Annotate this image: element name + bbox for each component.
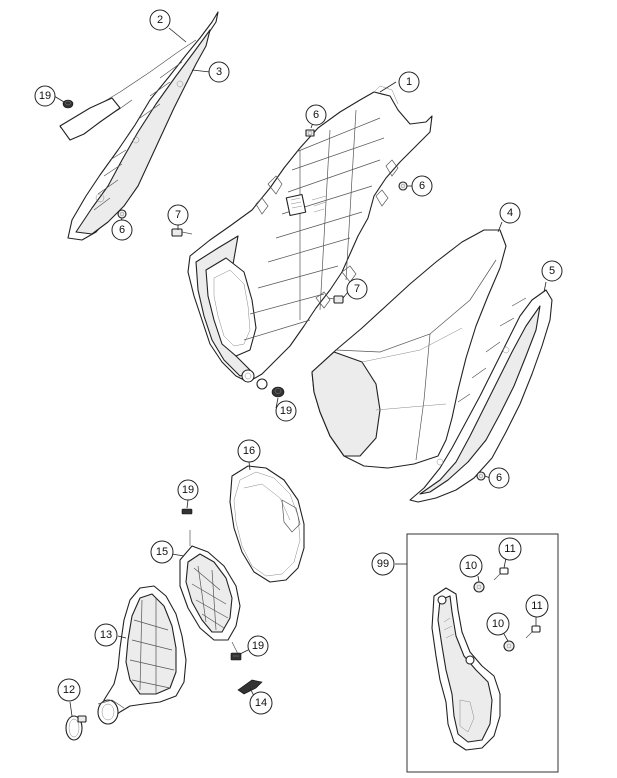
nut-part-6-left <box>117 209 127 219</box>
svg-text:6: 6 <box>119 224 125 236</box>
bolt-part-7-right <box>327 295 344 304</box>
callout-11-b: 11 <box>525 594 549 618</box>
svg-text:16: 16 <box>243 445 255 457</box>
grommet-part-19-upper <box>62 99 74 109</box>
callout-7-a: 7 <box>167 204 189 226</box>
callout-5: 5 <box>541 260 563 282</box>
callout-19-d: 19 <box>247 635 269 657</box>
svg-text:19: 19 <box>252 640 264 652</box>
svg-text:7: 7 <box>354 283 360 295</box>
filter-cover-part-16 <box>229 465 305 583</box>
svg-text:11: 11 <box>504 543 515 555</box>
clip-part-19-lower <box>230 652 242 661</box>
svg-text:11: 11 <box>531 600 542 612</box>
callout-6-a: 6 <box>111 219 133 241</box>
callout-1: 1 <box>398 71 420 93</box>
svg-text:5: 5 <box>549 265 555 277</box>
svg-text:6: 6 <box>496 472 502 484</box>
bracket-part-14 <box>237 679 263 695</box>
svg-text:2: 2 <box>157 14 163 26</box>
washer-part-10-lower <box>503 640 515 652</box>
bolt-part-7-left <box>171 228 193 237</box>
callout-14: 14 <box>249 691 273 715</box>
grommet-part-19-airbox <box>271 386 285 398</box>
callout-3: 3 <box>208 61 230 83</box>
callout-7-b: 7 <box>346 278 368 300</box>
svg-text:13: 13 <box>100 629 112 641</box>
svg-text:1: 1 <box>406 76 412 88</box>
callout-19-a: 19 <box>34 85 56 107</box>
svg-text:12: 12 <box>63 684 75 696</box>
svg-text:10: 10 <box>465 560 477 572</box>
svg-text:7: 7 <box>175 209 181 221</box>
nut-part-6-right <box>398 181 408 191</box>
kit-box-part-99 <box>395 533 559 773</box>
svg-text:19: 19 <box>280 405 292 417</box>
screw-part-11-lower <box>525 625 541 639</box>
svg-text:6: 6 <box>419 180 425 192</box>
screw-part-6-top <box>305 129 315 137</box>
clip-part-19-upper <box>181 508 193 515</box>
svg-text:3: 3 <box>216 66 222 78</box>
washer-part-10-upper <box>473 581 485 593</box>
callout-12: 12 <box>57 678 81 702</box>
callout-6-b: 6 <box>305 104 327 126</box>
side-panel-upper-left <box>59 11 219 241</box>
callout-99: 99 <box>371 552 395 576</box>
callout-13: 13 <box>94 623 118 647</box>
callout-16: 16 <box>237 439 261 463</box>
callout-6-d: 6 <box>488 467 510 489</box>
svg-text:14: 14 <box>255 697 267 709</box>
svg-text:19: 19 <box>182 484 194 496</box>
callout-19-b: 19 <box>275 400 297 422</box>
hose-clamp-part-12 <box>65 715 87 741</box>
screw-part-11-upper <box>493 567 509 581</box>
callout-15: 15 <box>150 540 174 564</box>
svg-text:99: 99 <box>377 558 389 570</box>
callout-19-c: 19 <box>177 479 199 501</box>
filter-cage-part-15 <box>179 530 241 655</box>
callout-10-b: 10 <box>486 612 510 636</box>
svg-text:4: 4 <box>507 207 513 219</box>
svg-text:19: 19 <box>39 90 51 102</box>
svg-text:15: 15 <box>156 546 168 558</box>
svg-text:10: 10 <box>492 618 504 630</box>
nut-part-6-lower <box>476 471 486 481</box>
callout-11-a: 11 <box>498 537 522 561</box>
callout-6-c: 6 <box>411 175 433 197</box>
cover-panel-part-4 <box>311 229 507 469</box>
svg-text:6: 6 <box>313 109 319 121</box>
airbox-main <box>187 85 433 390</box>
callout-10-a: 10 <box>459 554 483 578</box>
air-filter-part-13 <box>97 585 187 725</box>
callout-4: 4 <box>499 202 521 224</box>
callout-2: 2 <box>149 9 171 31</box>
side-panel-part-5 <box>409 289 553 503</box>
